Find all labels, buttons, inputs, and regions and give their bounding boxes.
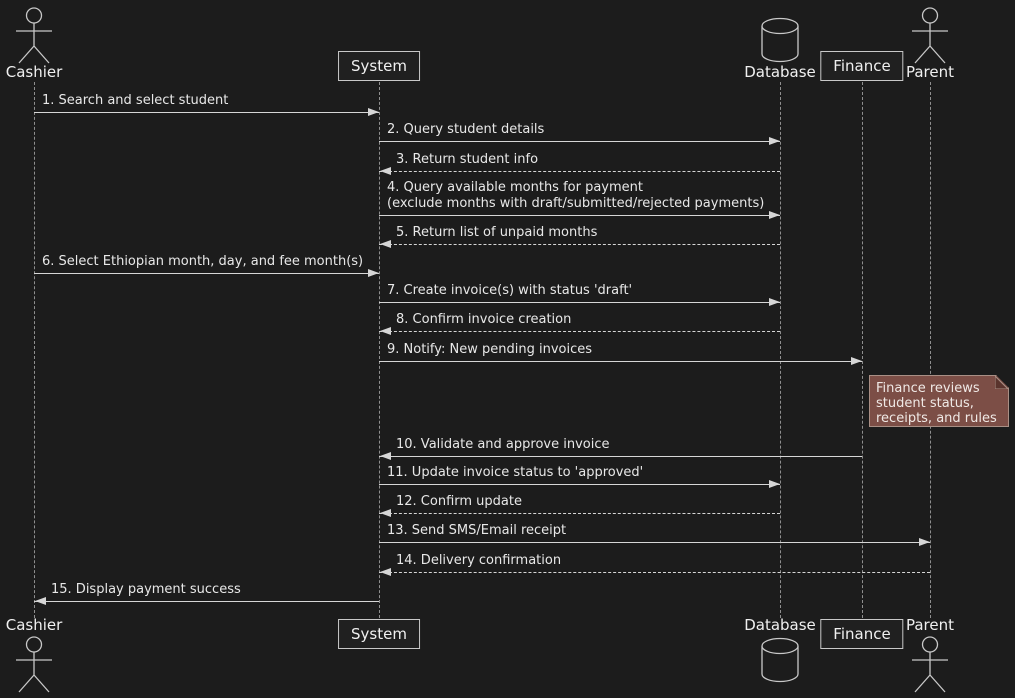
lifeline-cashier	[34, 82, 35, 618]
message-12-label: 12. Confirm update	[396, 494, 522, 509]
participant-box-finance-bottom: Finance	[820, 619, 904, 649]
parent-actor-icon-bottom	[912, 636, 948, 693]
participant-label-database-top: Database	[744, 63, 816, 81]
message-9-line	[379, 361, 862, 362]
message-9-label: 9. Notify: New pending invoices	[387, 342, 593, 357]
arrowhead-icon	[380, 167, 391, 175]
message-1-line	[34, 112, 379, 113]
participant-label-cashier-bottom: Cashier	[5, 616, 63, 634]
arrowhead-icon	[851, 357, 862, 365]
message-10-label: 10. Validate and approve invoice	[396, 437, 610, 452]
arrowhead-icon	[380, 240, 391, 248]
message-2-label: 2. Query student details	[387, 122, 545, 137]
message-8-label: 8. Confirm invoice creation	[396, 312, 572, 327]
note-line: receipts, and rules	[876, 411, 997, 426]
message-4-label-line2: (exclude months with draft/submitted/rej…	[387, 195, 765, 211]
message-14-line	[379, 572, 930, 573]
arrowhead-icon	[380, 568, 391, 576]
message-13-line	[379, 542, 930, 543]
message-8-line	[379, 331, 780, 332]
arrowhead-icon	[368, 108, 379, 116]
message-4-label: 4. Query available months for payment(ex…	[387, 180, 765, 211]
message-13-label: 13. Send SMS/Email receipt	[387, 523, 567, 538]
message-12-line	[379, 513, 780, 514]
arrowhead-icon	[769, 298, 780, 306]
participant-box-finance-top: Finance	[820, 51, 904, 81]
lifeline-system	[379, 82, 380, 618]
finance-note: Finance reviews student status, receipts…	[869, 375, 1009, 427]
message-5-label: 5. Return list of unpaid months	[396, 225, 598, 240]
parent-actor-icon-top	[912, 7, 948, 64]
message-7-line	[379, 302, 780, 303]
cashier-actor-icon-top	[16, 7, 52, 64]
lifeline-database	[780, 82, 781, 618]
note-line: student status,	[876, 396, 974, 411]
arrowhead-icon	[769, 480, 780, 488]
message-15-label: 15. Display payment success	[51, 582, 241, 597]
message-11-label: 11. Update invoice status to 'approved'	[387, 465, 644, 480]
message-7-label: 7. Create invoice(s) with status 'draft'	[387, 283, 633, 298]
arrowhead-icon	[769, 137, 780, 145]
message-15-line	[34, 601, 379, 602]
note-text: Finance reviews student status, receipts…	[870, 376, 1008, 430]
message-10-line	[379, 456, 862, 457]
database-database-icon-top	[761, 17, 799, 63]
participant-box-system-bottom: System	[338, 619, 420, 649]
lifeline-parent	[930, 82, 931, 618]
arrowhead-icon	[769, 211, 780, 219]
message-2-line	[379, 141, 780, 142]
arrowhead-icon	[380, 509, 391, 517]
message-14-label: 14. Delivery confirmation	[396, 553, 562, 568]
lifeline-finance	[862, 82, 863, 618]
arrowhead-icon	[380, 327, 391, 335]
note-line: Finance reviews	[876, 381, 980, 396]
message-6-label: 6. Select Ethiopian month, day, and fee …	[42, 254, 364, 269]
message-11-line	[379, 484, 780, 485]
message-3-line	[379, 171, 780, 172]
message-1-label: 1. Search and select student	[42, 93, 229, 108]
message-6-line	[34, 273, 379, 274]
participant-label-parent-bottom: Parent	[905, 616, 955, 634]
database-database-icon-bottom	[761, 637, 799, 683]
note-fold-icon	[995, 376, 1008, 389]
arrowhead-icon	[380, 452, 391, 460]
arrowhead-icon	[919, 538, 930, 546]
participant-label-database-bottom: Database	[744, 616, 816, 634]
participant-label-cashier-top: Cashier	[5, 63, 63, 81]
participant-label-parent-top: Parent	[905, 63, 955, 81]
arrowhead-icon	[35, 597, 46, 605]
message-5-line	[379, 244, 780, 245]
participant-box-system-top: System	[338, 51, 420, 81]
arrowhead-icon	[368, 269, 379, 277]
cashier-actor-icon-bottom	[16, 636, 52, 693]
message-4-line	[379, 215, 780, 216]
message-3-label: 3. Return student info	[396, 152, 539, 167]
